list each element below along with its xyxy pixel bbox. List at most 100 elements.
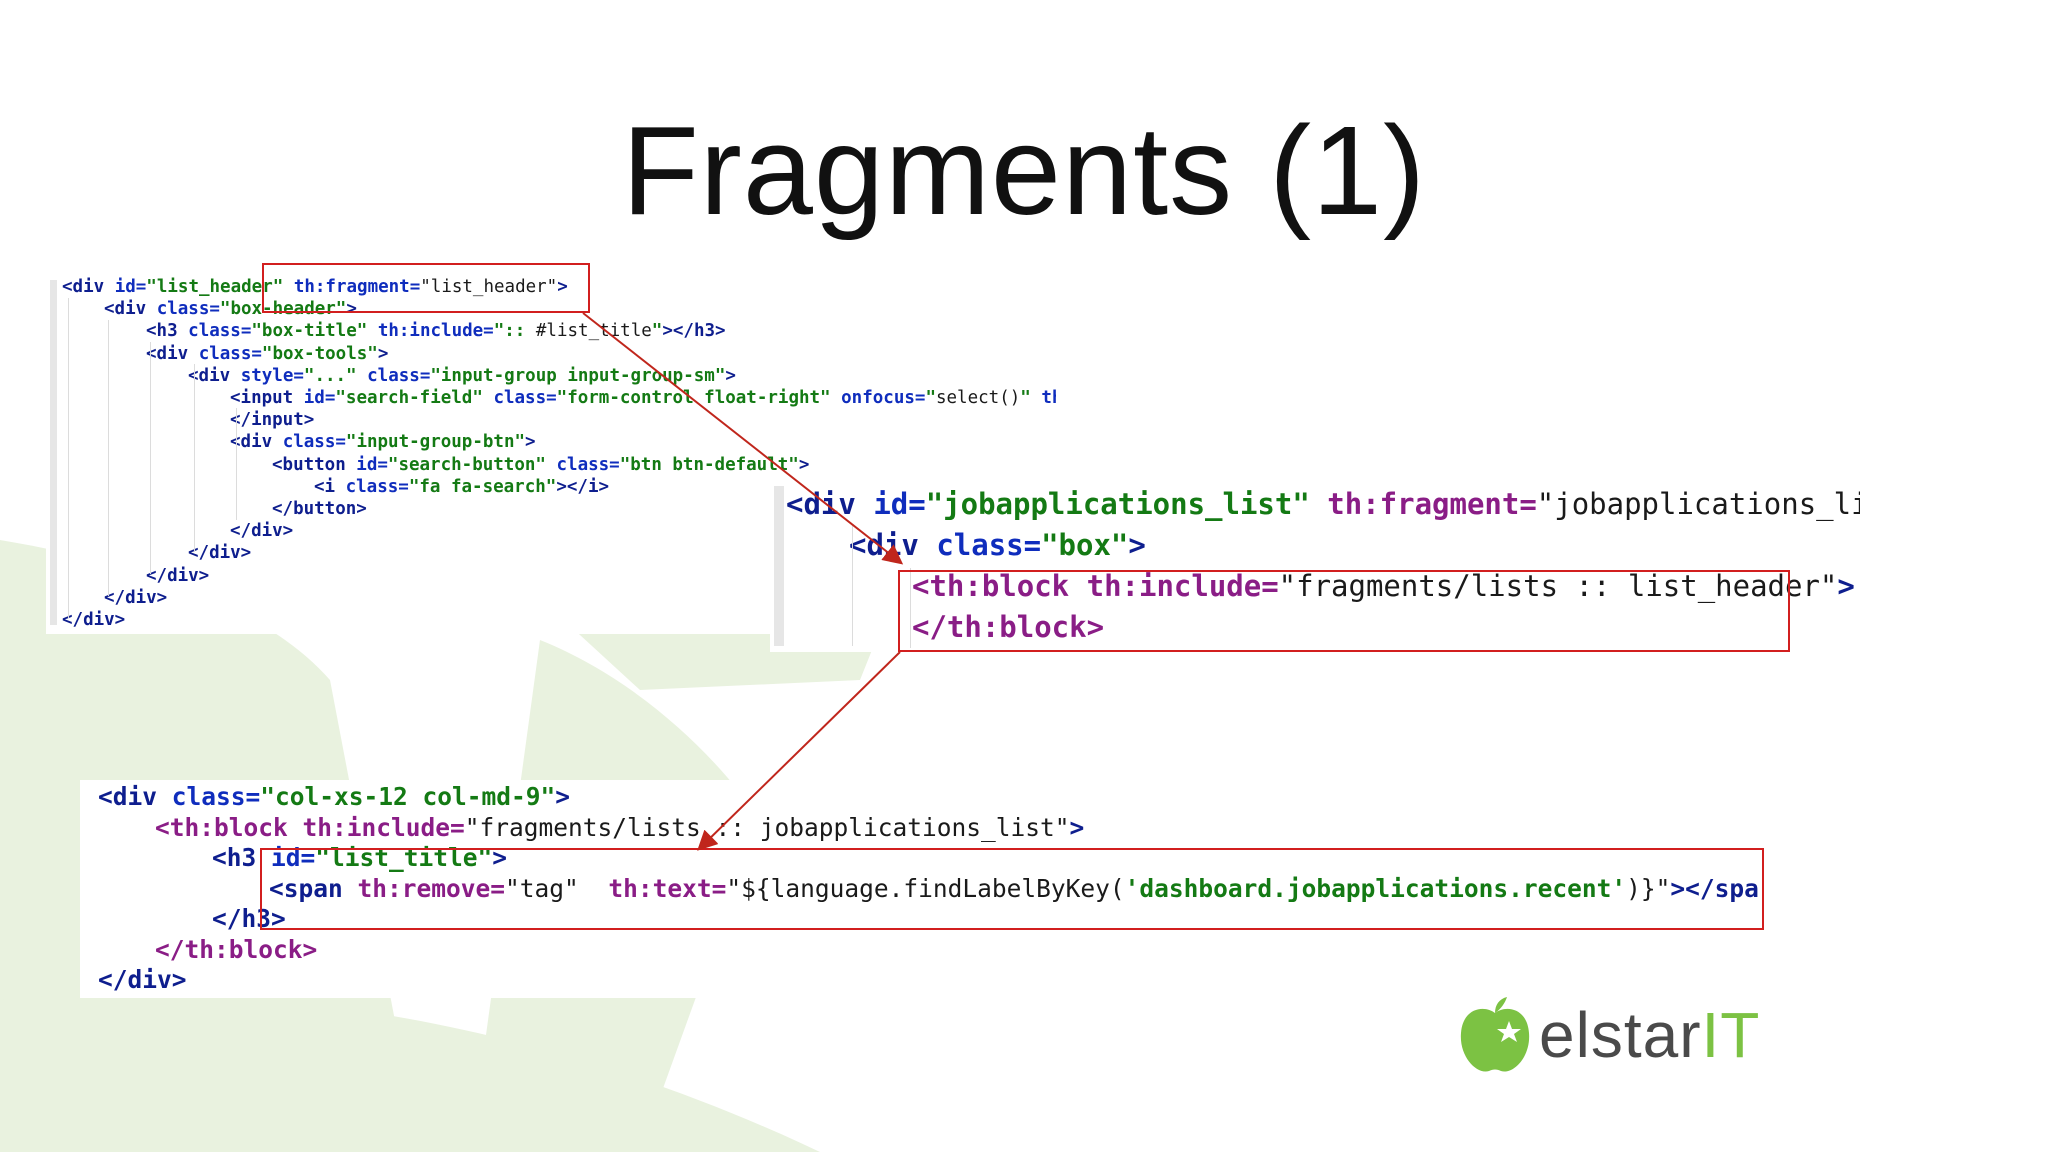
- code-token: <div: [104, 299, 157, 320]
- code-token: </div>: [104, 587, 168, 608]
- code-token: th:text=: [608, 873, 727, 903]
- code-token: [1031, 388, 1042, 408]
- code-line: </th:block>: [912, 607, 1104, 648]
- indent-guide: [852, 526, 853, 646]
- code-line: <th:block th:include="fragments/lists ::…: [912, 566, 1855, 607]
- code-token: class=: [367, 365, 431, 386]
- code-token: <button: [272, 454, 357, 475]
- code-token: </div>: [98, 965, 187, 994]
- code-token: th:include=: [1086, 569, 1279, 603]
- indent-guide: [150, 342, 151, 574]
- code-token: "search-field": [335, 388, 483, 408]
- code-line: <div style="..." class="input-group inpu…: [188, 365, 736, 387]
- code-token: >: [346, 299, 357, 320]
- code-token: th:remove=: [357, 873, 506, 903]
- indent-guide: [108, 320, 109, 596]
- code-token: ></i>: [556, 476, 610, 497]
- code-token: "fragments/lists :: jobapplications_list…: [464, 812, 1070, 842]
- code-token: class=: [171, 782, 261, 811]
- code-token: >: [798, 454, 810, 475]
- code-line: </th:block>: [155, 935, 317, 966]
- code-line: <i class="fa fa-search"></i>: [314, 476, 609, 498]
- code-line: <div class="box-header">: [104, 298, 357, 320]
- code-token: class=: [345, 476, 409, 497]
- code-token: th:fragment=: [1327, 487, 1537, 521]
- code-token: </div>: [230, 521, 294, 542]
- code-token: id=: [873, 487, 926, 521]
- code-token: </div>: [146, 565, 210, 586]
- highlight-box-fragment-attr: [262, 263, 590, 313]
- code-token: ": [1020, 388, 1031, 408]
- code-token: "input-group input-group-sm": [430, 365, 726, 386]
- code-token: "fa fa-search": [408, 476, 557, 497]
- code-token: "box-title": [251, 321, 368, 342]
- code-line: <div class="input-group-btn">: [230, 431, 536, 453]
- code-token: style=: [240, 365, 304, 386]
- code-token: "list_header": [420, 277, 558, 297]
- code-token: >: [555, 782, 571, 811]
- highlight-box-span-text: [260, 848, 1764, 930]
- code-token: [546, 455, 557, 475]
- code-token: "tag": [505, 873, 579, 903]
- code-line: <div id= "jobapplications_list" th:fragme…: [786, 484, 1860, 525]
- code-line: <th:block th:include="fragments/lists ::…: [155, 813, 1084, 844]
- code-token: </button>: [272, 499, 367, 519]
- code-token: #list_title: [535, 321, 652, 342]
- code-line: </div>: [62, 609, 125, 631]
- code-token: >: [1837, 569, 1855, 603]
- code-token: )}": [1626, 873, 1671, 903]
- code-token: class=: [556, 454, 620, 475]
- code-token: >: [1128, 528, 1146, 562]
- indent-guide: [910, 568, 911, 648]
- code-token: "btn btn-default": [619, 454, 799, 475]
- code-token: >: [725, 365, 736, 386]
- code-token: [357, 366, 368, 386]
- code-token: "${language.findLabelByKey(: [726, 873, 1125, 903]
- code-token: <div: [786, 487, 874, 521]
- background-leaf-shape: [0, 993, 820, 1152]
- indent-guide: [236, 408, 237, 520]
- code-token: id=: [356, 454, 388, 475]
- code-token: "fragments/lists :: list_header": [1278, 569, 1838, 603]
- code-token: id=: [271, 843, 316, 872]
- code-line: </button>: [272, 498, 367, 520]
- code-token: "box-tools": [261, 343, 378, 364]
- logo-wordmark: elstarIT: [1539, 995, 1760, 1075]
- code-line: <h3 id="list_title">: [212, 843, 507, 874]
- code-token: ": [925, 388, 936, 408]
- indent-guide: [194, 364, 195, 552]
- code-token: 'dashboard.jobapplications.recent': [1124, 873, 1627, 903]
- code-token: onfocus=: [841, 388, 926, 408]
- code-token: <h3: [146, 321, 189, 342]
- code-token: "jobapplications_list": [1536, 487, 1860, 521]
- code-token: class=: [493, 388, 557, 408]
- indent-guide: [68, 298, 69, 618]
- slide-title: Fragments (1): [621, 100, 1427, 241]
- code-token: >: [492, 843, 508, 872]
- code-token: "...": [303, 365, 357, 386]
- code-line: </div>: [104, 587, 167, 609]
- code-token: [367, 321, 378, 341]
- code-token: id=: [114, 277, 147, 297]
- code-token: "search-button": [387, 454, 546, 475]
- logo-suffix: IT: [1701, 999, 1761, 1071]
- code-token: >: [377, 343, 389, 364]
- code-token: <div: [98, 782, 172, 811]
- code-token: class=: [936, 528, 1042, 562]
- code-gutter: [50, 280, 57, 625]
- code-line: <h3 class="box-title" th:include=":: #li…: [146, 320, 726, 342]
- code-gutter: [774, 486, 784, 646]
- code-token: </th:block>: [155, 934, 318, 964]
- code-token: th:fragment=: [293, 277, 421, 297]
- code-token: th: [1041, 388, 1056, 408]
- code-token: <div: [230, 432, 283, 453]
- code-token: <th:block: [155, 812, 303, 842]
- code-token: <div: [146, 343, 199, 364]
- code-line: <button id="search-button" class="btn bt…: [272, 454, 809, 476]
- code-token: th:include=: [302, 812, 465, 842]
- code-line: </input>: [230, 409, 314, 431]
- code-line: </div>: [98, 965, 187, 996]
- elstar-it-logo: elstarIT: [1455, 995, 1759, 1075]
- code-token: [483, 388, 494, 408]
- code-token: id=: [303, 388, 336, 408]
